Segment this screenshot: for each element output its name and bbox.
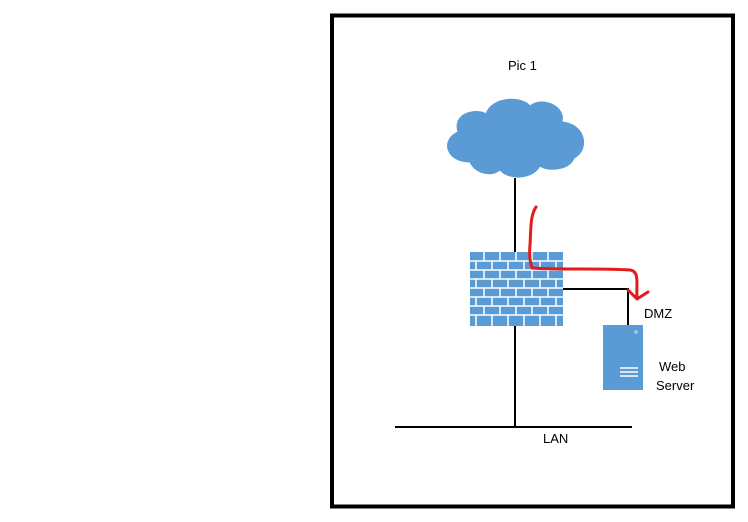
traffic-path-arrow — [528, 205, 650, 301]
server-label-line1: Web — [659, 359, 686, 374]
dmz-link — [563, 288, 629, 325]
lan-label: LAN — [543, 431, 568, 446]
dmz-label: DMZ — [644, 306, 672, 321]
server-icon — [603, 325, 643, 390]
diagram-title: Pic 1 — [508, 58, 537, 73]
cloud-icon — [447, 98, 584, 178]
server-label-line2: Server — [656, 378, 695, 393]
firewall-icon — [470, 252, 563, 326]
diagram-frame — [330, 13, 735, 509]
